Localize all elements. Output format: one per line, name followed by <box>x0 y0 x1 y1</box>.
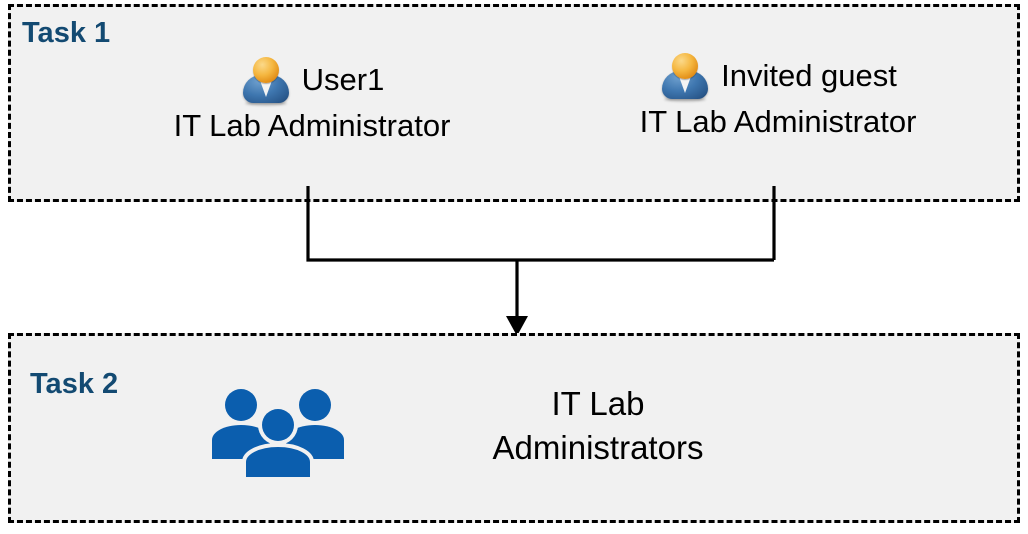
group-name-label: IT Lab Administrators <box>492 385 704 466</box>
person-user1-header: User1 <box>132 54 492 106</box>
task-1-container <box>8 4 1020 202</box>
user-avatar-icon <box>240 54 292 106</box>
person-invited-guest-role: IT Lab Administrator <box>639 104 917 139</box>
person-user1-name: User1 <box>301 61 385 97</box>
task-1-label: Task 1 <box>22 17 111 49</box>
task-2-container <box>8 333 1020 523</box>
person-user1-role: IT Lab Administrator <box>173 108 451 143</box>
group-people-icon <box>212 389 344 479</box>
person-invited-guest-header: Invited guest <box>592 50 964 102</box>
person-invited-guest: Invited guest IT Lab Administrator <box>592 50 964 142</box>
person-user1: User1 IT Lab Administrator <box>132 54 492 146</box>
task-2-label: Task 2 <box>30 368 119 400</box>
person-invited-guest-name: Invited guest <box>721 57 897 93</box>
user-avatar-icon <box>659 50 711 102</box>
